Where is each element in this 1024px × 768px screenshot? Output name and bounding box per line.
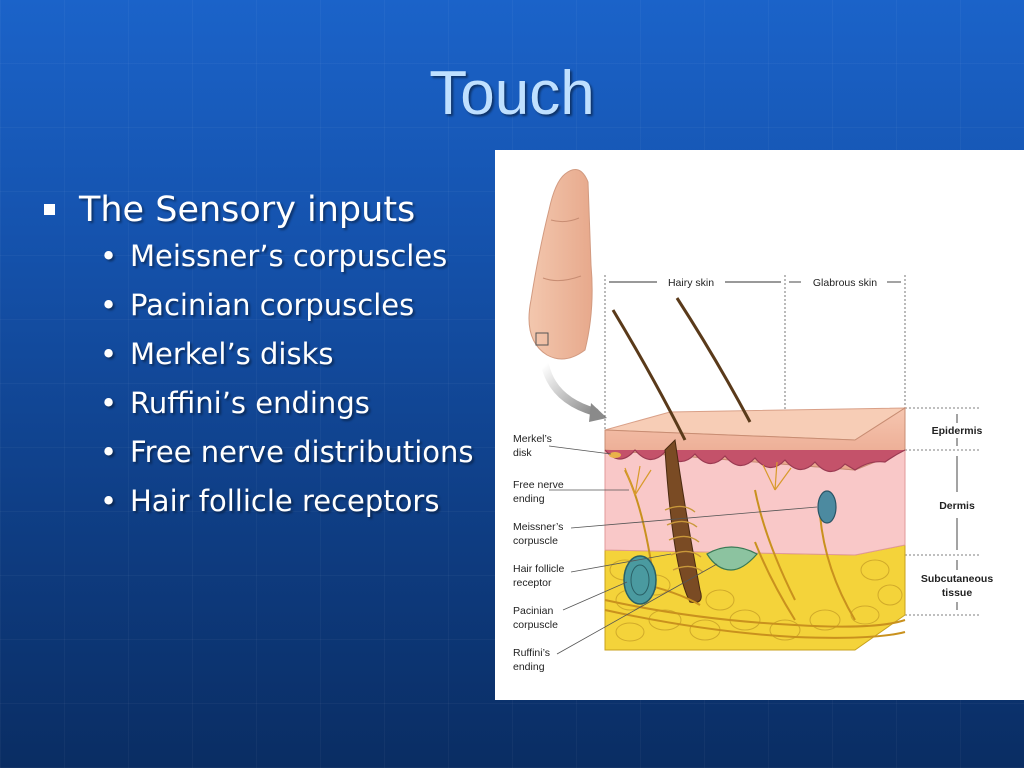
- sub-bullet: • Merkel’s disks: [100, 334, 484, 374]
- label-subcutaneous-2: tissue: [942, 587, 973, 599]
- label-meissner-2: corpuscle: [513, 535, 558, 547]
- free-nerve-endings: [624, 461, 792, 496]
- sub-bullet: • Meissner’s corpuscles: [100, 236, 484, 276]
- zoom-arrow-head: [589, 403, 607, 422]
- label-free-nerve-1: Free nerve: [513, 479, 564, 491]
- label-free-nerve-2: ending: [513, 493, 545, 505]
- sub-bullet-text: Hair follicle receptors: [130, 484, 440, 518]
- square-bullet-icon: [44, 204, 55, 215]
- label-pacinian-2: corpuscle: [513, 619, 558, 631]
- sub-bullet-text: Merkel’s disks: [130, 337, 334, 371]
- bullet-list: The Sensory inputs • Meissner’s corpuscle…: [44, 188, 484, 530]
- label-ruffini-1: Ruffini’s: [513, 647, 550, 659]
- label-dermis: Dermis: [939, 500, 975, 512]
- zoom-area-marker: [535, 332, 549, 346]
- dot-bullet-icon: •: [100, 239, 118, 273]
- skin-diagram: Hairy skin Glabrous skin: [495, 150, 1024, 700]
- merkel-disk: [609, 452, 621, 458]
- label-glabrous-skin: Glabrous skin: [813, 277, 877, 289]
- finger-illustration: [528, 169, 607, 422]
- pacinian-inner-ring: [630, 564, 650, 596]
- label-hair-follicle-1: Hair follicle: [513, 563, 565, 575]
- ruffini-ending: [706, 546, 758, 571]
- sub-bullet: • Free nerve distributions: [100, 432, 484, 472]
- sub-bullet-list: • Meissner’s corpuscles • Pacinian corpusc…: [100, 236, 484, 521]
- skin-block: [604, 297, 907, 651]
- zoom-arrow: [541, 361, 599, 416]
- skin-diagram-svg: Hairy skin Glabrous skin: [513, 169, 994, 673]
- sub-bullet-text: Pacinian corpuscles: [130, 288, 415, 322]
- sub-bullet: • Ruffini’s endings: [100, 383, 484, 423]
- label-merkel-1: Merkel’s: [513, 433, 552, 445]
- sub-bullet-text: Free nerve distributions: [130, 435, 474, 469]
- dot-bullet-icon: •: [100, 337, 118, 371]
- label-hairy-skin: Hairy skin: [668, 277, 714, 289]
- meissner-corpuscle: [817, 490, 837, 524]
- label-merkel-2: disk: [513, 447, 532, 459]
- slide-title: Touch: [429, 59, 595, 128]
- sub-bullet: • Pacinian corpuscles: [100, 285, 484, 325]
- hair-shaft: [611, 309, 687, 441]
- dot-bullet-icon: •: [100, 288, 118, 322]
- label-pacinian-1: Pacinian: [513, 605, 553, 617]
- sub-bullet-text: Meissner’s corpuscles: [130, 239, 448, 273]
- sub-bullet-text: Ruffini’s endings: [130, 386, 370, 420]
- dot-bullet-icon: •: [100, 484, 118, 518]
- label-epidermis: Epidermis: [932, 425, 983, 437]
- epidermal-ridges: [604, 449, 906, 473]
- bullet-main-text: The Sensory inputs: [79, 190, 416, 230]
- dot-bullet-icon: •: [100, 386, 118, 420]
- leader-lines: [548, 445, 818, 655]
- dimension-arrows: [609, 281, 958, 610]
- label-ruffini-2: ending: [513, 661, 545, 673]
- bullet-main: The Sensory inputs: [44, 188, 484, 232]
- pacinian-corpuscle: [623, 555, 657, 605]
- label-meissner-1: Meissner’s: [513, 521, 563, 533]
- label-subcutaneous-1: Subcutaneous: [921, 573, 994, 585]
- dot-bullet-icon: •: [100, 435, 118, 469]
- follicle-wraps: [664, 505, 704, 573]
- sub-bullet: • Hair follicle receptors: [100, 481, 484, 521]
- label-hair-follicle-2: receptor: [513, 577, 552, 589]
- hair-shaft: [675, 297, 752, 423]
